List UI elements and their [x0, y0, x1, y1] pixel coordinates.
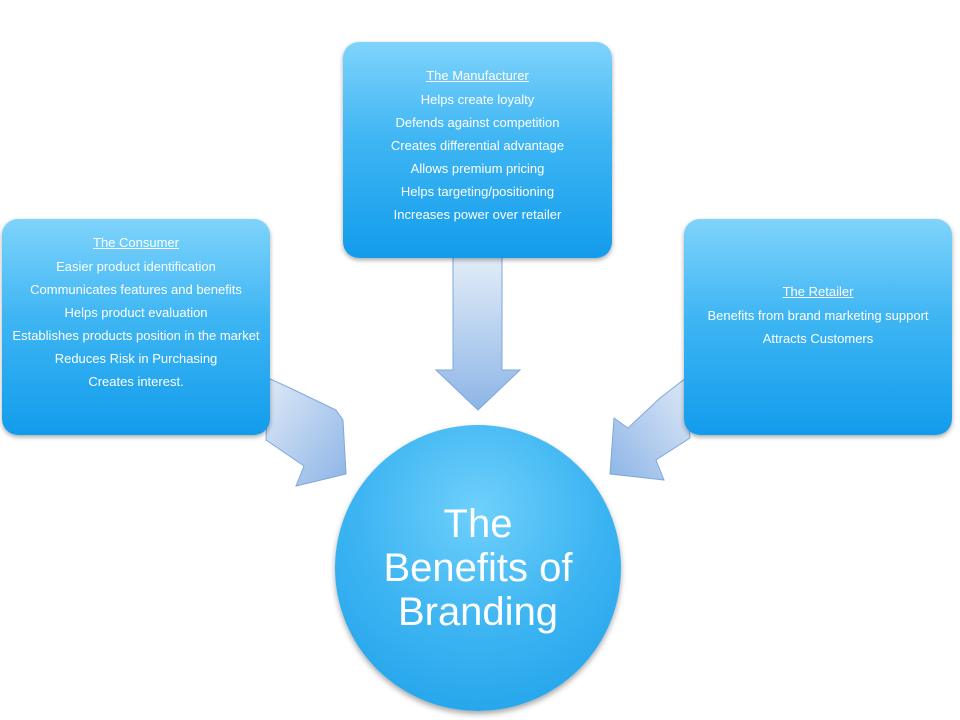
- manufacturer-item: Increases power over retailer: [393, 207, 562, 222]
- retailer-title: The Retailer: [782, 284, 854, 299]
- center-circle: The Benefits of Branding: [335, 425, 621, 711]
- manufacturer-box: The Manufacturer Helps create loyalty De…: [343, 42, 612, 258]
- manufacturer-item: Allows premium pricing: [410, 161, 545, 176]
- arrow-manufacturer: [434, 255, 522, 411]
- consumer-title: The Consumer: [93, 235, 179, 250]
- manufacturer-item: Helps create loyalty: [420, 92, 535, 107]
- retailer-box: The Retailer Benefits from brand marketi…: [684, 219, 952, 435]
- consumer-item: Establishes products position in the mar…: [12, 328, 260, 343]
- manufacturer-item: Defends against competition: [395, 115, 560, 130]
- consumer-item: Helps product evaluation: [64, 305, 208, 320]
- retailer-item: Attracts Customers: [762, 331, 874, 346]
- arrow-consumer: [265, 377, 347, 487]
- consumer-item: Creates interest.: [88, 374, 184, 389]
- arrow-retailer: [609, 377, 691, 481]
- consumer-item: Communicates features and benefits: [30, 282, 242, 297]
- consumer-item: Reduces Risk in Purchasing: [54, 351, 218, 366]
- consumer-box: The Consumer Easier product identificati…: [2, 219, 270, 435]
- center-title: The Benefits of Branding: [383, 502, 573, 634]
- retailer-item: Benefits from brand marketing support: [707, 308, 929, 323]
- manufacturer-title: The Manufacturer: [426, 68, 529, 83]
- manufacturer-item: Helps targeting/positioning: [400, 184, 555, 199]
- manufacturer-item: Creates differential advantage: [390, 138, 565, 153]
- consumer-item: Easier product identification: [56, 259, 216, 274]
